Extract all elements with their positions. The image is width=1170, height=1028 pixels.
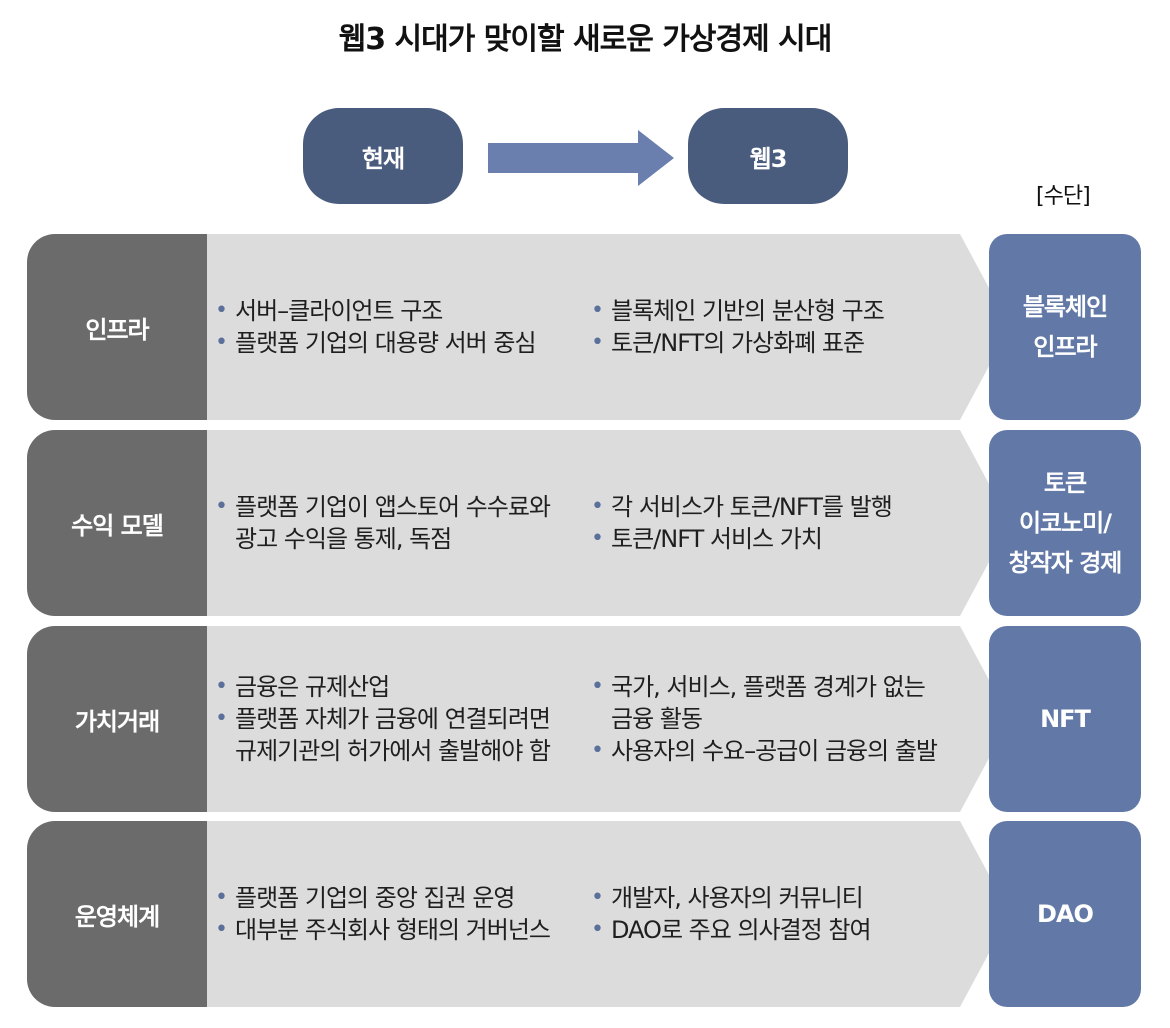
current-state-list: 금융은 규제산업플랫폼 자체가 금융에 연결되려면 규제기관의 허가에서 출발해… [213,626,563,812]
current-state-item: 금융은 규제산업 [213,671,563,703]
tools-column-label: [수단] [1036,184,1091,209]
current-state-list: 플랫폼 기업이 앱스토어 수수료와 광고 수익을 통제, 독점 [213,430,563,616]
web3-state-item: 각 서비스가 토큰/NFT를 발행 [589,491,939,523]
row-category: 수익 모델 [27,430,207,616]
current-state-item: 대부분 주식회사 형태의 거버넌스 [213,914,563,946]
web3-state-list: 블록체인 기반의 분산형 구조토큰/NFT의 가상화폐 표준 [589,234,939,420]
now-stage-pill: 현재 [303,108,463,204]
web3-state-item: 사용자의 수요–공급이 금융의 출발 [589,735,939,767]
tool-box: NFT [989,626,1141,812]
diagram-title: 웹3 시대가 맞이할 새로운 가상경제 시대 [338,22,833,57]
row-category: 운영체계 [27,821,207,1007]
row-category: 가치거래 [27,626,207,812]
web3-state-list: 국가, 서비스, 플랫폼 경계가 없는 금융 활동사용자의 수요–공급이 금융의… [589,626,939,812]
current-state-item: 서버–클라이언트 구조 [213,295,563,327]
current-state-item: 플랫폼 기업이 앱스토어 수수료와 광고 수익을 통제, 독점 [213,491,563,555]
web3-state-list: 각 서비스가 토큰/NFT를 발행토큰/NFT 서비스 가치 [589,430,939,616]
comparison-row: 인프라서버–클라이언트 구조플랫폼 기업의 대용량 서버 중심블록체인 기반의 … [27,234,1167,420]
web3-state-item: 개발자, 사용자의 커뮤니티 [589,882,939,914]
web3-state-item: DAO로 주요 의사결정 참여 [589,914,939,946]
web3-state-item: 토큰/NFT 서비스 가치 [589,523,939,555]
tool-box: DAO [989,821,1141,1007]
comparison-row: 수익 모델플랫폼 기업이 앱스토어 수수료와 광고 수익을 통제, 독점 각 서비… [27,430,1167,616]
transition-arrow [488,130,674,186]
web3-state-list: 개발자, 사용자의 커뮤니티DAO로 주요 의사결정 참여 [589,821,939,1007]
row-category: 인프라 [27,234,207,420]
comparison-row: 가치거래금융은 규제산업플랫폼 자체가 금융에 연결되려면 규제기관의 허가에서… [27,626,1167,812]
web3-stage-pill: 웹3 [688,108,848,204]
current-state-list: 플랫폼 기업의 중앙 집권 운영대부분 주식회사 형태의 거버넌스 [213,821,563,1007]
tool-box: 블록체인 인프라 [989,234,1141,420]
tool-box: 토큰 이코노미/ 창작자 경제 [989,430,1141,616]
web3-state-item: 국가, 서비스, 플랫폼 경계가 없는 금융 활동 [589,671,939,735]
web3-state-item: 블록체인 기반의 분산형 구조 [589,295,939,327]
current-state-list: 서버–클라이언트 구조플랫폼 기업의 대용량 서버 중심 [213,234,563,420]
current-state-item: 플랫폼 기업의 중앙 집권 운영 [213,882,563,914]
web3-state-item: 토큰/NFT의 가상화폐 표준 [589,327,939,359]
comparison-row: 운영체계플랫폼 기업의 중앙 집권 운영대부분 주식회사 형태의 거버넌스개발자… [27,821,1167,1007]
current-state-item: 플랫폼 자체가 금융에 연결되려면 규제기관의 허가에서 출발해야 함 [213,703,563,767]
current-state-item: 플랫폼 기업의 대용량 서버 중심 [213,327,563,359]
